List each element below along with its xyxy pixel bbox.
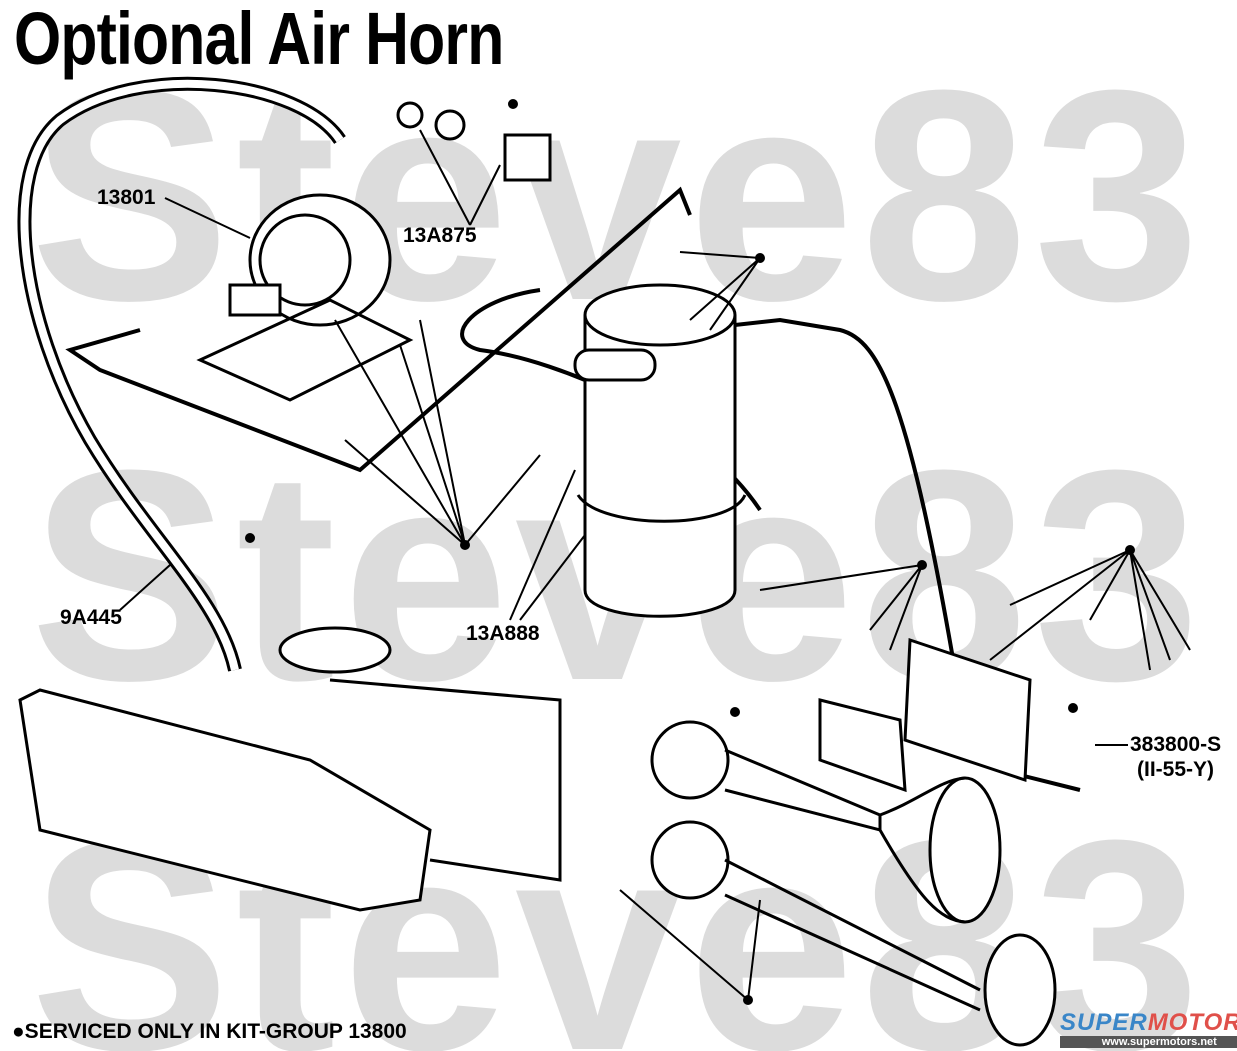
air-horns <box>650 720 1057 1047</box>
vacuum-pump <box>196 193 414 402</box>
label-fitting: 383800-S <box>1130 733 1222 756</box>
footnote: ●SERVICED ONLY IN KIT-GROUP 13800 <box>12 1020 407 1043</box>
mounting-bracket <box>903 637 1032 783</box>
label-fitting-spec: (II-55-Y) <box>1137 758 1215 781</box>
label-tank: 13A888 <box>466 622 540 645</box>
logo-text: SUPER <box>1060 1009 1148 1036</box>
air-line <box>65 186 692 473</box>
air-tank <box>573 283 747 618</box>
toggle-switch <box>503 133 552 182</box>
logo-text: MOTORS <box>1147 1009 1237 1036</box>
label-hose: 9A445 <box>60 606 122 629</box>
air-line <box>689 317 1081 792</box>
page-title: Optional Air Horn <box>14 0 504 80</box>
logo-url: www.supermotors.net <box>1060 1036 1237 1049</box>
valve-cover <box>18 688 432 912</box>
label-switch: 13A875 <box>403 224 477 247</box>
label-pump: 13801 <box>97 186 156 209</box>
supermotors-logo: SUPERMOTORS www.supermotors.net <box>1060 1009 1237 1049</box>
hose <box>17 76 346 672</box>
